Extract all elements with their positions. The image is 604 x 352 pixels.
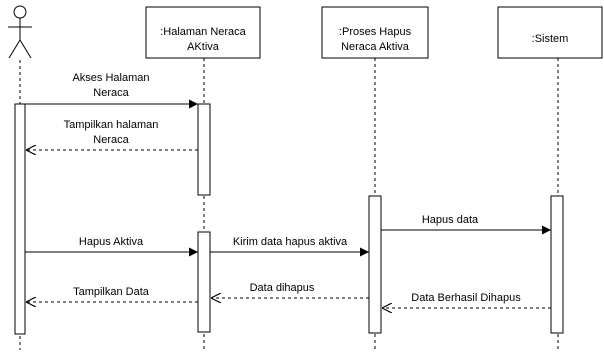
message-label-akses-line-1: Akses Halaman	[72, 72, 149, 84]
message-label-tampilkan-halaman-line-1: Tampilkan halaman	[64, 119, 159, 131]
participant-proses-line-2: Neraca Aktiva	[341, 41, 410, 53]
message-label-tampilkan-data: Tampilkan Data	[73, 286, 150, 298]
activation-proses	[368, 195, 382, 334]
activation-actor	[14, 103, 26, 335]
actor-icon	[8, 5, 32, 59]
activation-halaman-2	[197, 231, 211, 333]
participant-halaman-line-2: AKtiva	[187, 41, 220, 53]
message-label-akses-line-2: Neraca	[93, 87, 129, 99]
message-label-hapus-aktiva: Hapus Aktiva	[79, 236, 144, 248]
participant-proses-line-1: :Proses Hapus	[339, 26, 412, 38]
participant-box-sistem	[497, 6, 603, 59]
participant-sistem-label: :Sistem	[532, 33, 569, 45]
message-label-kirim-data: Kirim data hapus aktiva	[233, 236, 348, 248]
activation-sistem	[550, 195, 564, 334]
participant-box-proses	[321, 6, 429, 59]
participant-box-halaman	[145, 6, 261, 59]
activation-halaman-1	[197, 103, 211, 196]
message-label-tampilkan-halaman-line-2: Neraca	[93, 134, 129, 146]
participant-halaman-line-1: :Halaman Neraca	[160, 26, 246, 38]
message-label-hapus-data: Hapus data	[422, 214, 479, 226]
message-label-data-dihapus: Data dihapus	[250, 282, 315, 294]
message-label-data-berhasil: Data Berhasil Dihapus	[411, 292, 521, 304]
